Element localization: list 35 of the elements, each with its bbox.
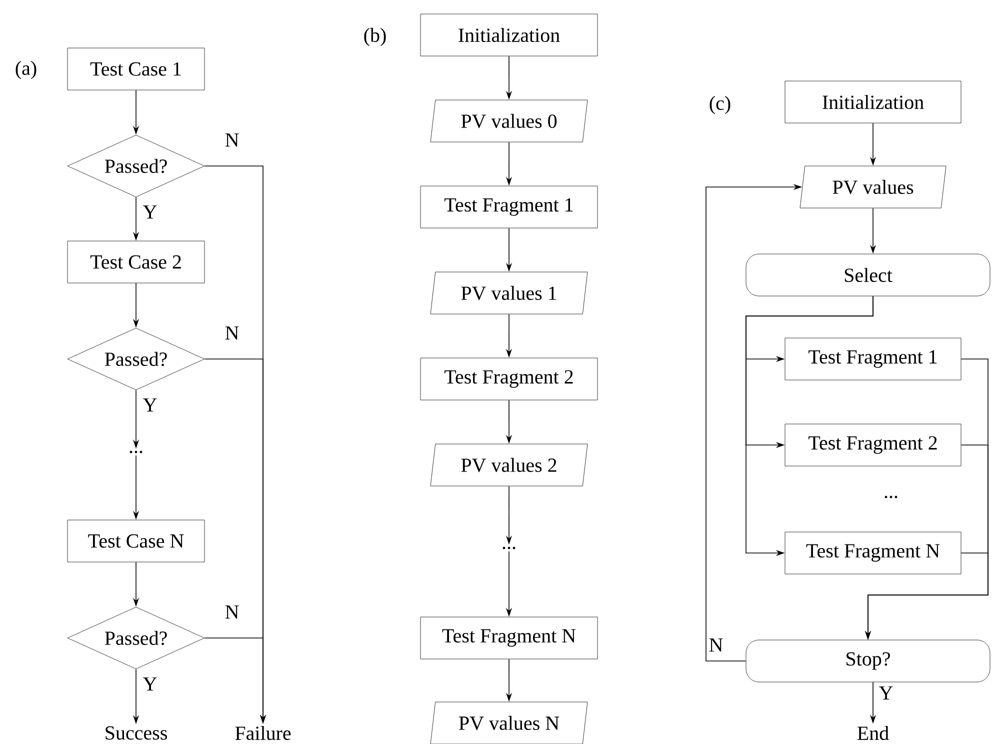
process-box: Test Fragment 1 <box>784 338 962 380</box>
process-box: Test Case N <box>67 520 205 562</box>
flow-text: Success <box>106 726 167 740</box>
edge-label: N <box>225 133 239 147</box>
data-parallelogram: PV values 1 <box>430 272 588 314</box>
process-box: Test Fragment N <box>784 532 962 574</box>
flow-text: ... <box>884 496 898 498</box>
data-parallelogram: PV values 2 <box>430 444 588 486</box>
edge-label: Y <box>143 677 157 691</box>
process-box: Test Case 1 <box>67 48 205 90</box>
flow-text: End <box>857 726 889 740</box>
edge-label: N <box>225 605 239 619</box>
edge-label: Y <box>143 398 157 412</box>
edge-label: N <box>709 638 723 652</box>
data-parallelogram: PV values <box>800 166 946 208</box>
process-box: Test Fragment N <box>420 616 598 660</box>
rounded-box: Stop? <box>746 640 990 682</box>
flow-text: ... <box>130 450 142 454</box>
edge-label: Y <box>143 205 157 219</box>
panel-label: (c) <box>710 96 730 114</box>
data-parallelogram: PV values N <box>430 702 588 744</box>
rounded-box: Select <box>746 254 990 296</box>
data-parallelogram: PV values 0 <box>430 100 588 142</box>
edge-label: Y <box>879 686 893 700</box>
panel-label: (a) <box>16 60 36 80</box>
process-box: Test Fragment 2 <box>784 424 962 466</box>
panel-label: (b) <box>364 28 386 46</box>
process-box: Initialization <box>420 14 598 56</box>
edge-label: N <box>225 326 239 340</box>
process-box: Initialization <box>784 80 962 124</box>
process-box: Test Fragment 1 <box>420 186 598 228</box>
flow-text: ... <box>502 546 516 550</box>
process-box: Test Case 2 <box>67 240 205 284</box>
flow-text: Failure <box>235 726 291 740</box>
process-box: Test Fragment 2 <box>420 358 598 400</box>
